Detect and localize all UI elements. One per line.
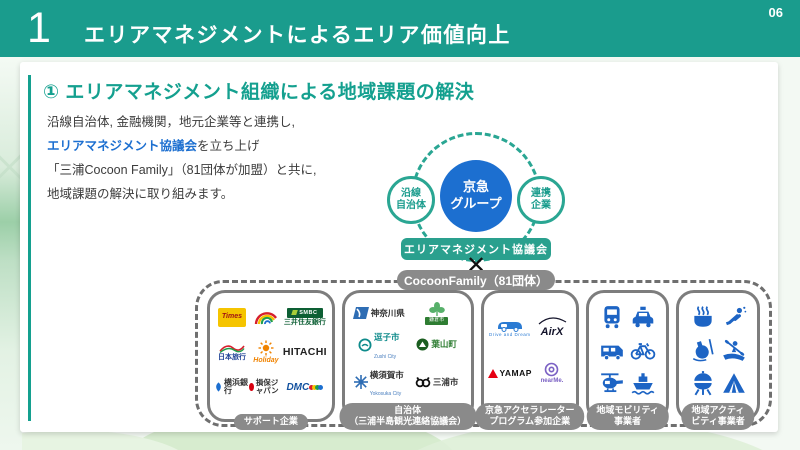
body-line-3: 「三浦Cocoon Family」（81団体が加盟）と共に, [47,163,317,177]
cocoon-family-badge: CocoonFamily（81団体） [397,270,555,290]
accent-line [28,75,31,421]
kayak-icon [721,337,747,363]
smbc-logo: SMBC 三井住友銀行 [283,307,326,326]
hitachi-logo: HITACHI [282,345,327,358]
content-card: ① エリアマネジメント組織による地域課題の解決 沿線自治体, 金融機関，地元企業… [20,62,778,432]
rainbow-arc-logo [254,309,278,325]
bicycle-icon [630,337,656,363]
smbc-mark [291,310,299,316]
scuba-diving-icon [721,304,747,330]
taxi-icon [630,304,656,330]
body-line-2-rest: を立ち上げ [197,139,260,153]
group-mobility: 地域モビリティ 事業者 [586,290,670,430]
group-label-mobility: 地域モビリティ 事業者 [586,402,669,430]
hayama-town-logo: 葉山町 [416,338,457,351]
train-icon [599,304,625,330]
dmc-logo: DMC [286,382,324,393]
sompo-japan-logo: 損保ジャパン [248,379,283,396]
camper-van-icon [599,337,625,363]
group-accelerator: Drive and Dream AirX YAMAP nearMe. 京急アクセ… [475,290,585,430]
yamap-logo: YAMAP [487,368,532,379]
body-text: 沿線自治体, 金融機関，地元企業等と連携し, エリアマネジメント協議会を立ち上げ… [47,110,397,206]
yokohama-bank-logo: 横浜銀行 [215,378,249,397]
nihon-ryoko-logo: 日本旅行 [218,343,246,362]
member-panel: Times SMBC 三井住友銀行 日本旅行 Holiday [195,280,772,430]
group-label-municipalities: 自治体 （三浦半島観光連絡協議会） [339,402,477,430]
body-line-1: 沿線自治体, 金融機関，地元企業等と連携し, [47,115,295,129]
helicopter-icon [599,370,625,396]
sompo-mark [248,383,254,392]
kamakura-city-logo: 鎌倉市 [425,302,449,325]
group-label-accelerator: 京急アクセラレーター プログラム参加企業 [475,402,585,430]
miura-city-logo: 三浦市 [415,376,458,388]
municipality-circle: 沿線 自治体 [387,176,435,224]
tent-icon [721,370,747,396]
group-activity: 地域アクティ ビティ事業者 [676,290,760,430]
page-number: 06 [768,5,783,20]
body-line-4: 地域課題の解決に取り組みます。 [47,187,234,201]
nearme-logo: nearMe. [541,362,563,385]
yamap-mark [487,369,498,379]
slide-title: エリアマネジメントによるエリア価値向上 [84,24,511,47]
hot-spring-icon [690,304,716,330]
carstay-logo: Drive and Dream [489,318,531,338]
group-label-activity: 地域アクティ ビティ事業者 [681,402,755,430]
section-title: ① エリアマネジメント組織による地域課題の解決 [43,82,475,103]
group-label-supporters: サポート企業 [233,414,308,430]
dmc-swoosh [309,384,324,390]
group-supporters: Times SMBC 三井住友銀行 日本旅行 Holiday [207,290,335,430]
ferry-icon [630,370,656,396]
fishing-icon [690,337,716,363]
kanagawa-pref-logo: 神奈川県 [352,307,405,320]
keikyu-group-line1: 京急 [462,179,489,195]
times-logo: Times [217,307,246,327]
keikyu-group-line2: グループ [450,196,502,211]
left-green-band [0,57,22,450]
airx-logo: AirX [537,317,567,338]
bbq-grill-icon [690,370,716,396]
council-badge: エリアマネジメント協議会 [401,238,551,260]
keikyu-group-circle: 京急 グループ [440,160,512,232]
body-line-2: エリアマネジメント協議会を立ち上げ [47,134,397,158]
section-number: 1 [27,4,51,52]
partner-circle: 連携 企業 [517,176,565,224]
holiday-logo: Holiday [253,340,279,365]
council-highlight: エリアマネジメント協議会 [47,139,198,153]
slide-header: 1 エリアマネジメントによるエリア価値向上 06 [0,0,800,57]
